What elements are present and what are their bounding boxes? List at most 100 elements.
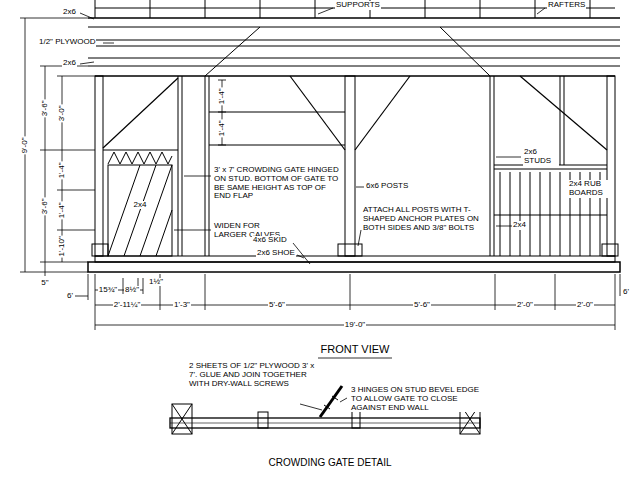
diagonal-braces <box>355 76 410 150</box>
detail-note: 3 HINGES ON STUD BEVEL EDGE TO ALLOW GAT… <box>350 386 487 412</box>
rub-boards <box>560 172 561 256</box>
crowding-gate <box>140 165 172 256</box>
diagonal-braces <box>103 78 178 148</box>
gate-detail <box>300 404 322 410</box>
dimension-lines <box>218 80 226 81</box>
dimension-lines <box>57 76 95 77</box>
diagonal-braces <box>290 76 345 150</box>
dimension-label: 1'-4" <box>218 119 227 137</box>
roof-framing <box>205 27 260 76</box>
crowding-gate <box>124 165 156 256</box>
lumber-label: 2x6 <box>62 8 77 17</box>
lumber-label: 2x6 <box>62 59 77 68</box>
detail-note: 2 SHEETS OF 1/2" PLYWOOD 3' x 7'. GLUE A… <box>188 362 325 388</box>
rub-boards <box>530 172 531 256</box>
dimension-lines <box>57 190 95 191</box>
dimension-lines <box>45 66 46 262</box>
gate-detail <box>172 404 192 434</box>
roof-framing <box>480 0 481 18</box>
roof-framing <box>88 17 620 19</box>
part-label: SUPPORTS <box>335 1 381 10</box>
posts-and-studs <box>209 145 345 146</box>
gate-detail <box>170 418 480 428</box>
leader-lines <box>103 43 114 44</box>
callout-note: 6x6 POSTS <box>365 182 409 191</box>
dimension-lines <box>20 272 88 273</box>
dimension-label: 3'-6" <box>41 99 50 117</box>
dimension-lines <box>40 262 88 263</box>
view-title: CROWDING GATE DETAIL <box>268 457 393 468</box>
diagonal-braces <box>103 76 607 150</box>
crowding-gate <box>108 152 172 164</box>
callout-note: ATTACH ALL POSTS WITH T-SHAPED ANCHOR PL… <box>362 206 486 232</box>
rub-boards <box>520 172 521 256</box>
rub-boards <box>550 172 551 256</box>
roof-framing <box>88 27 620 28</box>
skid-and-shoe <box>88 244 620 272</box>
roof-framing <box>260 0 261 18</box>
dimension-label: 1½" <box>148 278 164 287</box>
dimension-lines <box>88 274 89 300</box>
crowding-gate <box>108 165 172 256</box>
dimension-lines <box>143 278 144 294</box>
roof-framing <box>88 58 620 59</box>
posts-and-studs <box>607 76 615 256</box>
dimension-lines <box>20 18 620 358</box>
lumber-label: 2x4 <box>512 221 527 230</box>
leader-lines <box>80 8 545 264</box>
skid-and-shoe <box>95 256 615 262</box>
gate-detail <box>258 412 268 428</box>
gate-detail <box>324 405 330 409</box>
roof-framing <box>95 0 96 18</box>
callout-note: 2x4 RUB BOARDS <box>568 180 608 198</box>
dimension-label: 5" <box>40 279 49 288</box>
leader-lines <box>297 255 304 258</box>
dimension-lines <box>45 262 46 276</box>
roof-framing <box>88 66 620 67</box>
dimension-label: 3'-0" <box>58 104 67 122</box>
roof-framing <box>150 0 151 18</box>
view-title: FRONT VIEW <box>320 343 391 355</box>
dimension-label: 5'-6" <box>268 301 286 310</box>
gate-detail <box>172 404 192 434</box>
dimension-lines <box>218 112 226 113</box>
leader-lines <box>174 230 211 231</box>
posts-and-studs <box>560 76 561 165</box>
skid-and-shoe <box>602 244 618 256</box>
lumber-label: 2x4 <box>133 201 148 210</box>
callout-note: 4x6 SKID <box>252 236 288 245</box>
roof-framing <box>88 0 620 76</box>
dimension-label: 1'-3" <box>173 301 191 310</box>
lumber-label: 1/2" PLYWOOD <box>38 38 96 47</box>
posts-and-studs <box>95 76 103 256</box>
dimension-label: 8½" <box>124 286 140 295</box>
gate-detail <box>170 423 480 424</box>
gate-detail <box>340 398 347 402</box>
dimension-lines <box>620 274 621 296</box>
roof-framing <box>425 0 426 18</box>
leader-lines <box>537 8 545 14</box>
roof-framing <box>315 0 316 18</box>
dimension-label: 9'-0" <box>21 136 30 154</box>
rub-boards <box>500 172 501 256</box>
roof-framing <box>535 0 536 18</box>
gate-detail <box>332 396 338 400</box>
dimension-lines <box>318 358 392 359</box>
part-label: RAFTERS <box>547 1 586 10</box>
dimension-label: 1'-4" <box>58 201 67 219</box>
posts-and-studs <box>345 76 355 256</box>
diagonal-braces <box>520 76 607 150</box>
dimension-label: 2'-11¼" <box>113 301 141 310</box>
dimension-label: 15¾" <box>98 286 118 295</box>
roof-framing <box>590 0 591 18</box>
crowding-gate <box>156 210 172 256</box>
posts-and-studs <box>209 76 210 256</box>
dimension-label: 2'-0" <box>576 301 594 310</box>
posts-and-studs <box>103 150 178 151</box>
dimension-label: 1'-4" <box>58 161 67 179</box>
rub-boards <box>494 172 607 256</box>
roof-framing <box>205 0 206 18</box>
dimension-lines <box>20 18 88 19</box>
